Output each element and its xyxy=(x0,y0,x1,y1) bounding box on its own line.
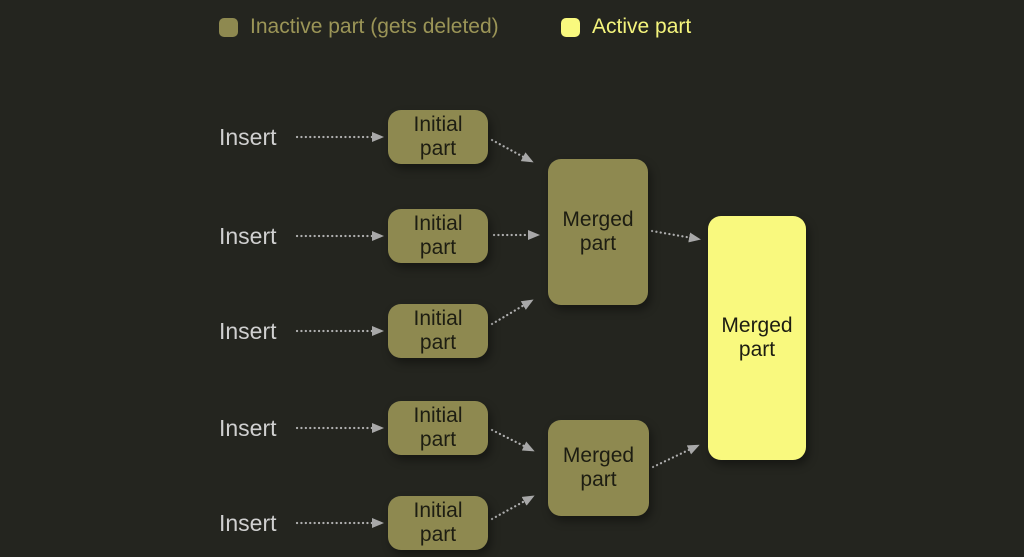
merged-part-node-final: Merged part xyxy=(708,216,806,460)
initial-part-node-4: Initial part xyxy=(388,401,488,455)
merged-part-node-2: Merged part xyxy=(548,420,649,516)
arrow-merged1-to-final xyxy=(650,229,701,243)
insert-label-4: Insert xyxy=(219,415,277,441)
arrow-initial5-to-merged2 xyxy=(490,495,535,521)
arrow-initial4-to-merged2 xyxy=(490,428,535,452)
arrow-initial3-to-merged1 xyxy=(490,299,534,326)
inactive-part-swatch xyxy=(219,17,238,37)
initial-part-node-1: Initial part xyxy=(388,110,488,164)
initial-part-node-5: Initial part xyxy=(388,496,488,550)
merged-part-node-1: Merged part xyxy=(548,159,648,305)
insert-label-3: Insert xyxy=(219,318,277,344)
arrow-merged2-to-final xyxy=(651,444,700,469)
active-part-swatch xyxy=(561,17,580,37)
insert-label-1: Insert xyxy=(219,124,277,150)
insert-label-5: Insert xyxy=(219,510,277,536)
legend-item-active: Active part xyxy=(561,13,691,41)
legend-label-active: Active part xyxy=(592,15,692,38)
legend-label-inactive: Inactive part (gets deleted) xyxy=(250,15,499,38)
insert-label-2: Insert xyxy=(219,223,277,249)
arrow-initial1-to-merged1 xyxy=(490,138,534,163)
legend-item-inactive: Inactive part (gets deleted) xyxy=(219,13,499,41)
initial-part-node-2: Initial part xyxy=(388,209,488,263)
initial-part-node-3: Initial part xyxy=(388,304,488,358)
